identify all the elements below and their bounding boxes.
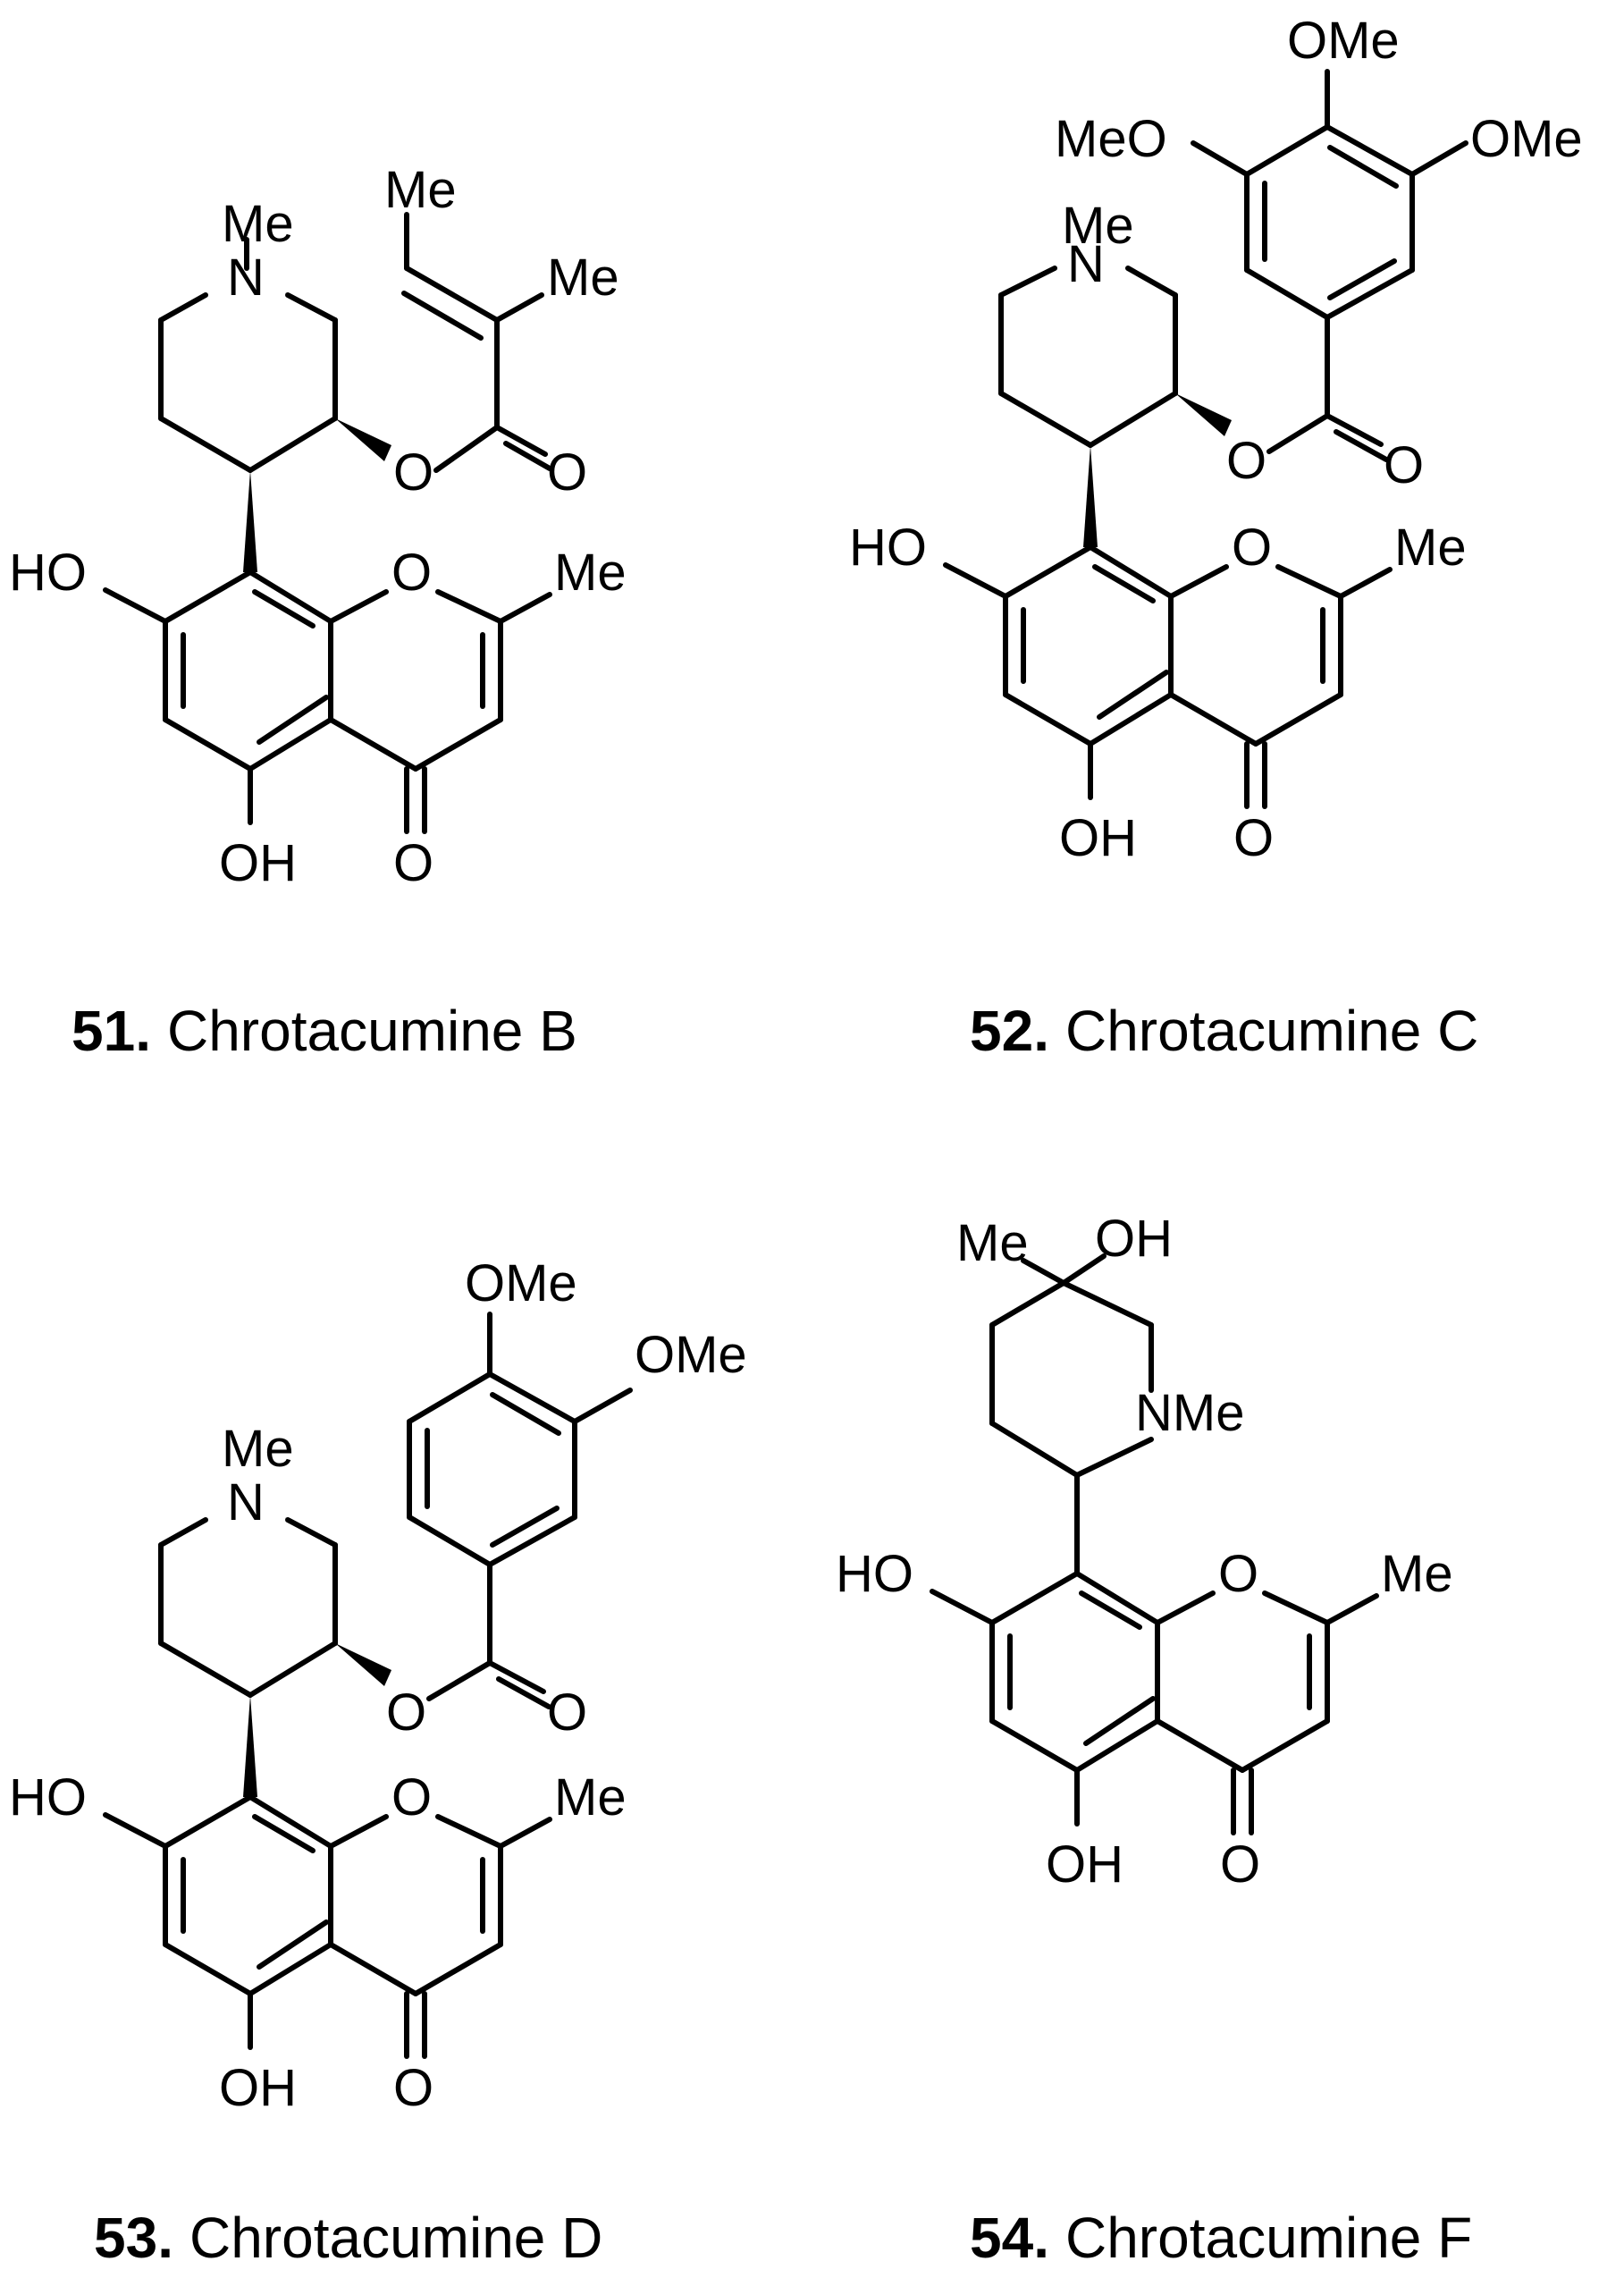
compound-54-chromone-methyl: Me [1381,1545,1453,1603]
compound-51-alkene-methyl-side: Me [547,249,619,307]
compound-53-hydroxyl-7: HO [9,1768,87,1827]
compound-53-hydroxyl-5: OH [219,2059,297,2117]
compound-51-ring-oxygen: O [391,544,432,602]
compound-51-alkene-methyl-top: Me [384,161,457,219]
compound-54-hydroxyl-top: OH [1095,1210,1173,1268]
compound-52-methoxy-right: OMe [1470,110,1583,168]
compound-52-methoxy-left: MeO [1055,110,1167,168]
compound-51-hydroxyl-5: OH [219,834,297,892]
compound-52: OMe MeO OMe Me N O O HO O Me OH O 52. Ch… [849,12,1583,1063]
compound-53-n-methyl: Me [222,1420,294,1478]
compound-51-hydroxyl-7: HO [9,544,87,602]
compound-52-hydroxyl-7: HO [849,519,927,577]
compound-53-name: Chrotacumine D [189,2206,602,2270]
compound-51-caption: 51. Chrotacumine B [72,999,577,1063]
compound-52-name: Chrotacumine C [1065,999,1478,1063]
compound-52-caption: 52. Chrotacumine C [970,999,1478,1063]
compound-52-wedge-b [1175,393,1232,436]
compound-53-ester-oxygen: O [386,1683,426,1742]
compound-53-methoxy-top: OMe [465,1254,577,1312]
compound-54-hydroxyl-7: HO [836,1545,913,1603]
compound-54-hydroxyl-5: OH [1046,1835,1123,1894]
compound-54-ring-oxygen: O [1218,1545,1258,1603]
compound-51-wedge-b [335,418,391,461]
compound-51-ester-oxygen: O [393,443,433,502]
compound-52-bonds [943,69,1468,809]
compound-52-hydroxyl-5: OH [1059,809,1137,867]
compound-54-n-methyl: NMe [1135,1384,1244,1442]
compound-53-carbonyl-oxygen: O [547,1683,587,1742]
compound-52-ring-oxygen: O [1232,519,1272,577]
compound-54-ketone-oxygen: O [1220,1835,1260,1894]
compound-51-number: 51. [72,999,151,1063]
compound-53-chromone-methyl: Me [554,1768,627,1827]
compound-53-wedge-b [335,1643,391,1686]
compound-54-caption: 54. Chrotacumine F [970,2206,1472,2270]
compound-51-n-methyl: Me [222,195,294,253]
compound-53-ketone-oxygen: O [393,2059,433,2117]
compound-53-ring-oxygen: O [391,1768,432,1827]
compound-53-nitrogen: N [227,1473,265,1531]
compound-54-name: Chrotacumine F [1065,2206,1472,2270]
compound-51-carbonyl-oxygen: O [547,443,587,502]
compound-53-caption: 53. Chrotacumine D [94,2206,602,2270]
compound-53-number: 53. [94,2206,173,2270]
compound-51: Me N O O Me Me HO O Me OH O 51. Chrotacu… [9,161,627,1063]
compound-53-methoxy-right: OMe [635,1326,747,1384]
compound-54: Me OH NMe HO O Me OH O 54. Chrotacumine … [836,1210,1472,2270]
compound-51-name: Chrotacumine B [167,999,577,1063]
compound-51-bonds [103,212,552,834]
compound-52-number: 52. [970,999,1049,1063]
compound-54-methyl: Me [956,1214,1029,1272]
compound-52-nitrogen: N [1067,235,1105,293]
compound-54-number: 54. [970,2206,1049,2270]
compound-51-ketone-oxygen: O [393,834,433,892]
compound-52-methoxy-top: OMe [1287,12,1400,70]
compound-52-ester-oxygen: O [1226,432,1266,490]
compound-52-n-methyl: Me [1062,197,1134,255]
compound-53: OMe OMe Me N O O HO O Me OH O 53. Chrota… [9,1254,747,2270]
compound-52-ketone-oxygen: O [1233,809,1274,867]
compound-51-chromone-methyl: Me [554,544,627,602]
compound-51-wedge-a [243,470,257,572]
compound-52-chromone-methyl: Me [1394,519,1467,577]
compound-52-wedge-a [1083,445,1098,547]
compound-54-bonds [930,1253,1379,1835]
compound-53-bonds [103,1312,633,2059]
compound-52-carbonyl-oxygen: O [1384,436,1424,494]
compound-53-wedge-a [243,1695,257,1797]
compound-51-nitrogen: N [227,249,265,307]
